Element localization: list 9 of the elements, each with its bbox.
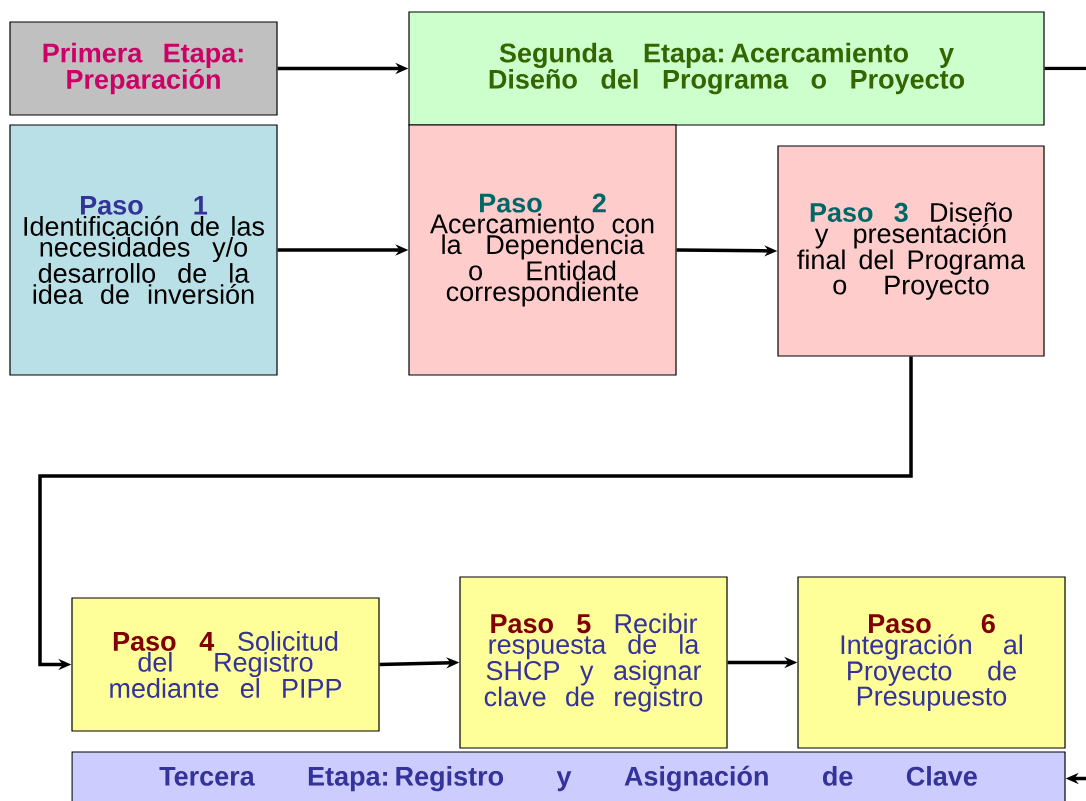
stage-box: Segunda Etapa: Acercamiento y Diseño del Programa o Proyecto — [408, 11, 1045, 126]
stage-box: Primera Etapa: Preparación — [9, 21, 278, 116]
step-box: Paso 1 Identificación de las necesidades y/o desarrollo de la idea de inversión — [9, 124, 278, 376]
step-box: Paso 2 Acercamiento con la Dependencia o Entidad correspondiente — [408, 124, 677, 376]
step-box: Paso 5 Recibir respuesta de la SHCP y asignar clave de registro — [459, 576, 728, 749]
step-box: Paso 4 Solicitud del Registro mediante el PIPP — [71, 597, 380, 732]
step-box: Paso 6 Integración al Proyecto de Presupuesto — [797, 576, 1066, 749]
stage-box: Tercera Etapa: Registro y Asignación de Clave — [71, 751, 1066, 801]
step-box: Paso 3 Diseño y presentación final del Programa o Proyecto — [777, 145, 1045, 357]
